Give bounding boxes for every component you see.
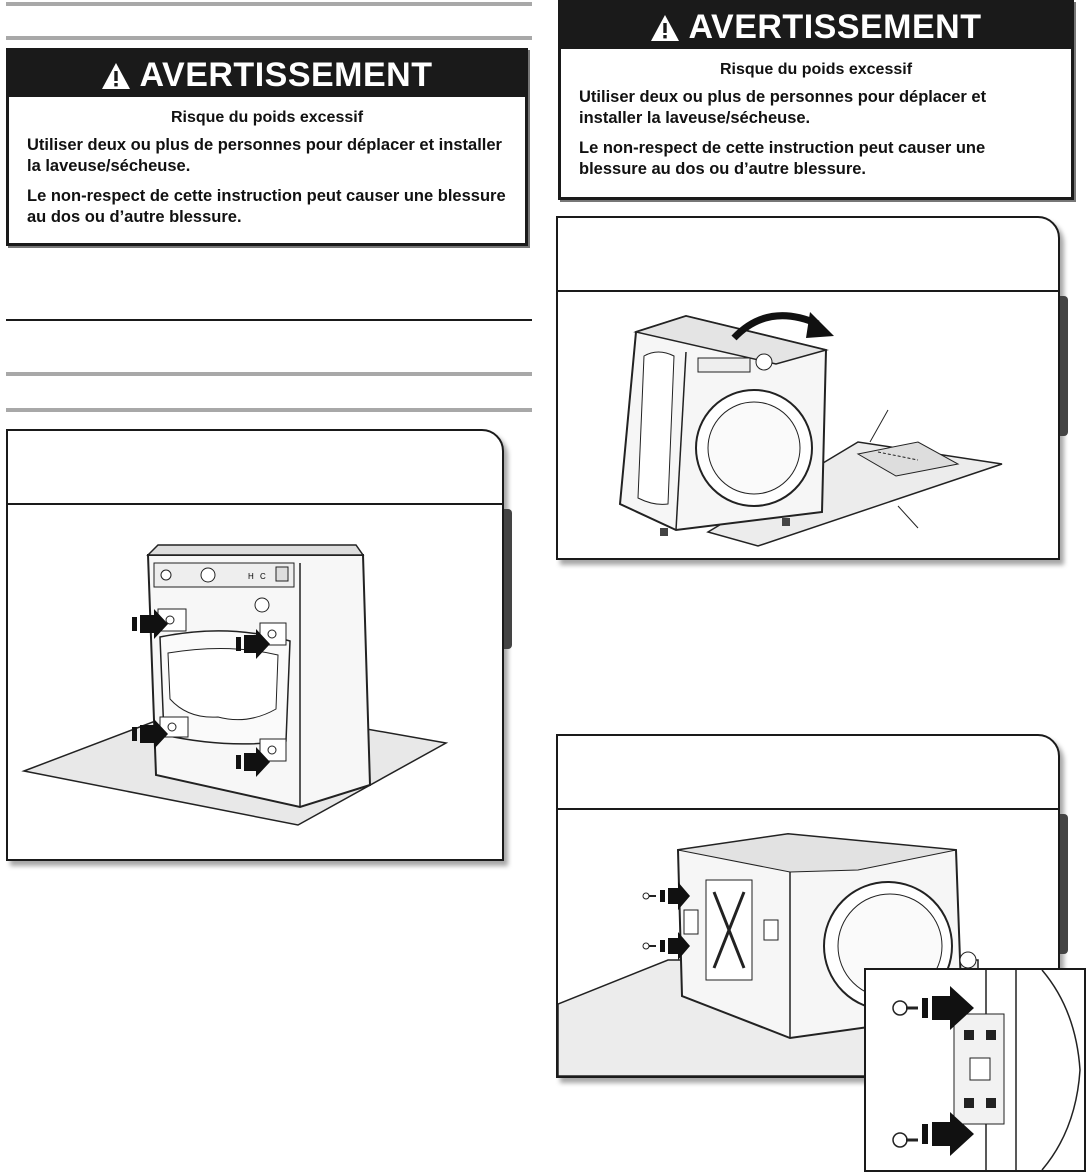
rear-label-c: C [260, 572, 266, 581]
panel-tab [504, 509, 512, 649]
warning-box: AVERTISSEMENT Risque du poids excessif U… [558, 0, 1074, 200]
illustration-panel-rear: H C [6, 429, 512, 861]
warning-title: AVERTISSEMENT [139, 56, 433, 94]
warning-box: AVERTISSEMENT Risque du poids excessif U… [6, 48, 528, 246]
section-rule [6, 372, 532, 376]
illustration-panel-tilt [556, 216, 1068, 560]
warning-instruction: Utiliser deux ou plus de personnes pour … [579, 88, 987, 127]
panel-header [558, 736, 1058, 810]
panel-header [558, 218, 1058, 292]
section-rule [6, 408, 532, 412]
warning-instruction: Utiliser deux ou plus de personnes pour … [27, 136, 502, 175]
screw-icon [892, 1000, 918, 1016]
panel-tab [1060, 814, 1068, 954]
insertion-arrow-icon [660, 882, 690, 910]
screw-icon [642, 892, 656, 900]
warning-title: AVERTISSEMENT [688, 8, 982, 46]
section-rule [6, 2, 532, 6]
screw-icon [892, 1132, 918, 1148]
insertion-arrow-icon [132, 719, 168, 749]
warning-triangle-icon [101, 55, 131, 103]
section-rule [6, 36, 532, 40]
insertion-arrow-icon [922, 986, 974, 1030]
warning-consequence: Le non-respect de cette instruction peut… [579, 139, 986, 178]
rear-washer-illustration: H C [21, 544, 449, 826]
screw-icon [642, 942, 656, 950]
panel-header [8, 431, 502, 505]
insertion-arrow-icon [922, 1112, 974, 1156]
insertion-arrow-icon [660, 932, 690, 960]
section-rule [6, 319, 532, 321]
warning-banner: AVERTISSEMENT [561, 3, 1071, 49]
insertion-arrow-icon [236, 747, 270, 777]
warning-banner: AVERTISSEMENT [9, 51, 525, 97]
panel-tab [1060, 296, 1068, 436]
rear-label-h: H [248, 572, 254, 581]
tilt-washer-illustration [618, 312, 1003, 547]
insertion-arrow-icon [236, 629, 270, 659]
insertion-arrow-icon [132, 609, 168, 639]
warning-subtitle: Risque du poids excessif [719, 61, 913, 78]
screw-detail-illustration [892, 969, 1081, 1171]
rotation-arrow-icon [731, 312, 834, 341]
detail-inset [864, 968, 1086, 1172]
warning-consequence: Le non-respect de cette instruction peut… [27, 187, 506, 226]
warning-subtitle: Risque du poids excessif [170, 109, 364, 126]
warning-triangle-icon [650, 7, 680, 55]
